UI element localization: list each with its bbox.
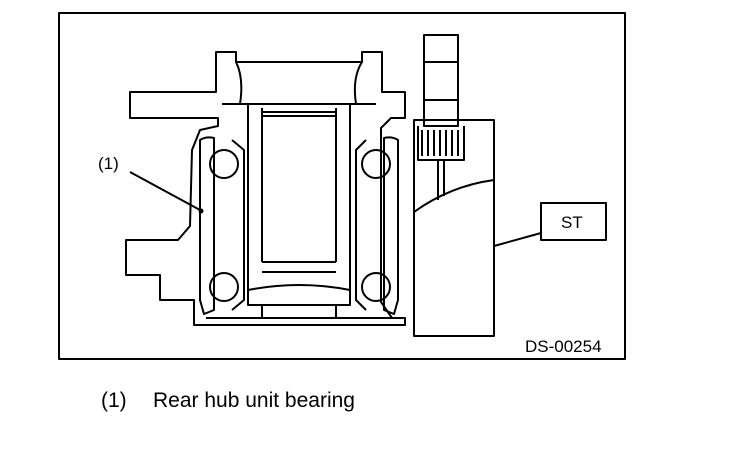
tool-leader bbox=[493, 232, 542, 247]
hub-inner-body bbox=[247, 104, 351, 306]
callout-number: (1) bbox=[98, 154, 119, 173]
special-tool bbox=[413, 119, 495, 337]
bearing-inner-race-right bbox=[355, 139, 367, 311]
tool-label-box bbox=[540, 202, 607, 241]
bearing-outer-race-left bbox=[199, 136, 215, 315]
bearing-ball bbox=[209, 272, 239, 302]
bearing-outer-race-right bbox=[383, 136, 399, 315]
callout-leader-1 bbox=[129, 171, 201, 211]
legend-item: (1) Rear hub unit bearing bbox=[101, 389, 355, 413]
drawing-code: DS-00254 bbox=[525, 337, 602, 356]
legend-number: (1) bbox=[101, 389, 127, 412]
tool-label: ST bbox=[561, 213, 583, 232]
bearing-ball bbox=[361, 149, 391, 179]
bearing-ball bbox=[361, 272, 391, 302]
bearing-ball bbox=[209, 149, 239, 179]
bearing-inner-race-left bbox=[231, 139, 245, 311]
legend-text: Rear hub unit bearing bbox=[153, 389, 355, 412]
hub-housing bbox=[125, 51, 406, 326]
hub-bolt bbox=[423, 34, 459, 127]
diagram-frame bbox=[58, 12, 626, 360]
hub-bowl bbox=[235, 61, 363, 105]
